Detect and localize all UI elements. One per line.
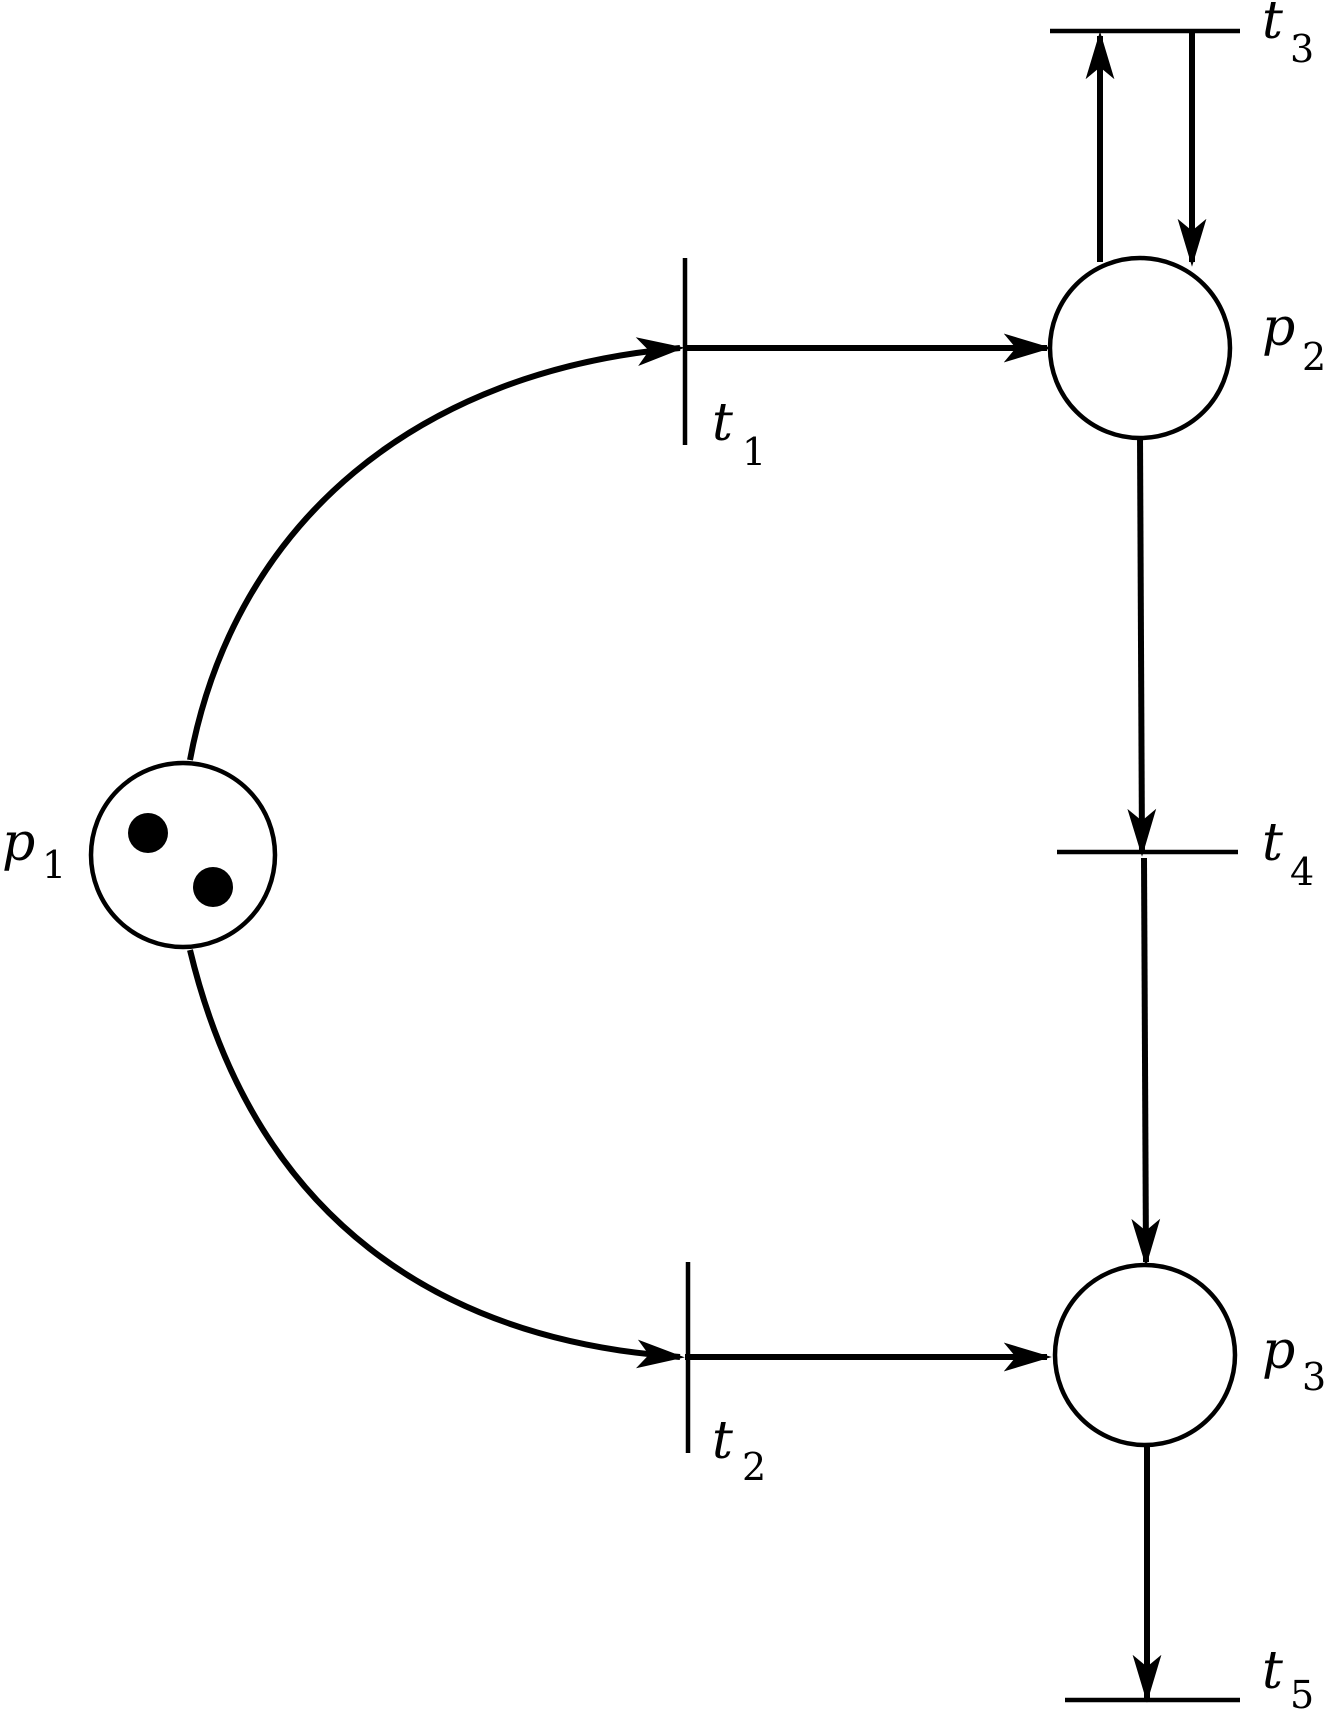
- svg-text:t: t: [1262, 1641, 1283, 1701]
- svg-text:3: 3: [1290, 27, 1314, 71]
- svg-text:t: t: [712, 1411, 733, 1471]
- arc-p1-t1: [187, 337, 685, 761]
- label-p1: p 1: [2, 813, 66, 887]
- label-t3: t 3: [1262, 0, 1314, 71]
- token: [128, 813, 168, 853]
- label-t4: t 4: [1262, 813, 1314, 894]
- svg-text:p: p: [1262, 1321, 1295, 1381]
- label-p2: p 2: [1262, 298, 1326, 379]
- svg-text:p: p: [2, 813, 35, 873]
- place-p1[interactable]: [88, 760, 278, 950]
- svg-text:t: t: [1262, 813, 1283, 873]
- label-t1: t 1: [712, 393, 766, 474]
- svg-text:4: 4: [1290, 850, 1314, 894]
- svg-text:5: 5: [1290, 1673, 1314, 1710]
- svg-text:p: p: [1262, 298, 1295, 358]
- label-t5: t 5: [1262, 1641, 1314, 1710]
- place-p2[interactable]: [1047, 255, 1233, 441]
- svg-text:2: 2: [742, 1445, 766, 1489]
- svg-text:1: 1: [742, 430, 766, 474]
- svg-text:2: 2: [1302, 335, 1326, 379]
- arc-p2-t4: [1127, 435, 1157, 857]
- svg-text:t: t: [712, 393, 733, 453]
- arc-t4-p3: [1131, 857, 1161, 1267]
- token: [193, 867, 233, 907]
- svg-text:3: 3: [1302, 1355, 1326, 1399]
- svg-text:t: t: [1262, 0, 1283, 51]
- label-t2: t 2: [712, 1411, 766, 1489]
- arc-p1-t2: [187, 949, 685, 1369]
- svg-text:1: 1: [42, 843, 66, 887]
- label-p3: p 3: [1262, 1321, 1326, 1399]
- place-p3[interactable]: [1052, 1262, 1238, 1448]
